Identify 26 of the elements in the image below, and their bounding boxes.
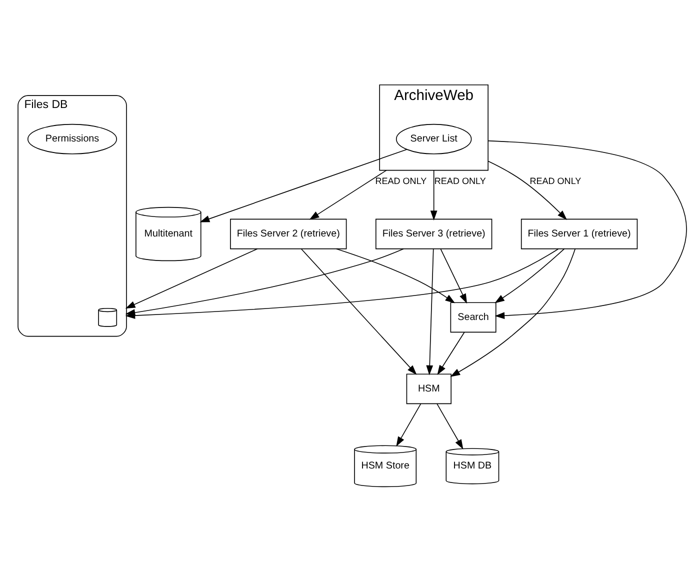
arrow — [396, 404, 422, 447]
arrow — [488, 140, 687, 320]
arrow — [300, 248, 417, 375]
node-box: Search — [450, 302, 496, 333]
arrow — [125, 248, 404, 316]
arrow — [437, 332, 465, 376]
node-box: Files Server 3 (retrieve) — [375, 218, 492, 250]
node-ellipse: Server List — [396, 124, 472, 154]
arrow — [336, 248, 456, 304]
arrow — [426, 248, 434, 376]
edge-label: READ ONLY — [434, 176, 486, 186]
edge-label: READ ONLY — [375, 176, 427, 186]
arrow — [436, 404, 464, 450]
arrow — [309, 170, 387, 220]
edge-label: READ ONLY — [530, 176, 582, 186]
node-box: Files Server 2 (retrieve) — [230, 218, 347, 250]
arrow — [125, 248, 258, 309]
node-box: HSM — [406, 374, 452, 404]
arrow — [450, 248, 576, 377]
arrow — [488, 160, 568, 220]
node-ellipse: Permissions — [27, 124, 118, 154]
node-box: Files Server 1 (retrieve) — [520, 218, 638, 250]
arrow — [430, 170, 438, 220]
arrow — [200, 149, 408, 222]
arrow — [494, 248, 565, 304]
arrow — [440, 248, 468, 304]
